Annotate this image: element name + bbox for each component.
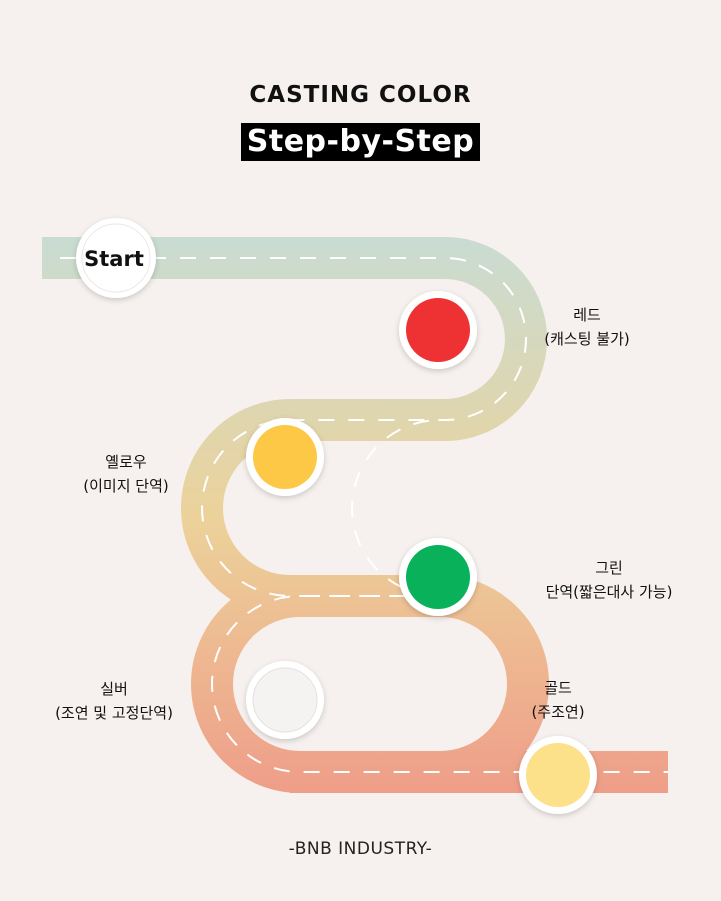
page-subtitle: CASTING COLOR (249, 82, 472, 108)
step-name-silver: 실버 (100, 680, 128, 698)
step-desc-green: 단역(짧은대사 가능) (545, 583, 673, 601)
step-dot-yellow (253, 425, 317, 489)
step-dot-red (406, 298, 470, 362)
step-desc-yellow: (이미지 단역) (83, 477, 169, 495)
footer-brand: -BNB INDUSTRY- (288, 839, 433, 859)
page-title: Step-by-Step (240, 123, 481, 161)
step-desc-silver: (조연 및 고정단역) (55, 704, 173, 722)
step-dot-gold (526, 743, 590, 807)
step-name-gold: 골드 (544, 679, 572, 697)
step-label-green: 그린 단역(짧은대사 가능) (519, 556, 699, 604)
road-surface-lower-left (191, 575, 440, 793)
step-label-silver: 실버 (조연 및 고정단역) (34, 677, 194, 725)
step-name-red: 레드 (573, 306, 601, 324)
step-dot-green (406, 545, 470, 609)
step-label-gold: 골드 (주조연) (508, 676, 608, 724)
step-dot-silver (252, 667, 318, 733)
step-label-yellow: 옐로우 (이미지 단역) (66, 450, 186, 498)
start-label: Start (84, 247, 144, 271)
step-name-yellow: 옐로우 (105, 453, 147, 471)
step-name-green: 그린 (595, 559, 623, 577)
road-center-dashes-lower (211, 595, 668, 773)
step-desc-red: (캐스팅 불가) (544, 330, 630, 348)
road-center-dashes (60, 257, 527, 597)
title-wrap: Step-by-Step (0, 123, 721, 161)
step-desc-gold: (주조연) (531, 703, 585, 721)
step-label-red: 레드 (캐스팅 불가) (527, 303, 647, 351)
